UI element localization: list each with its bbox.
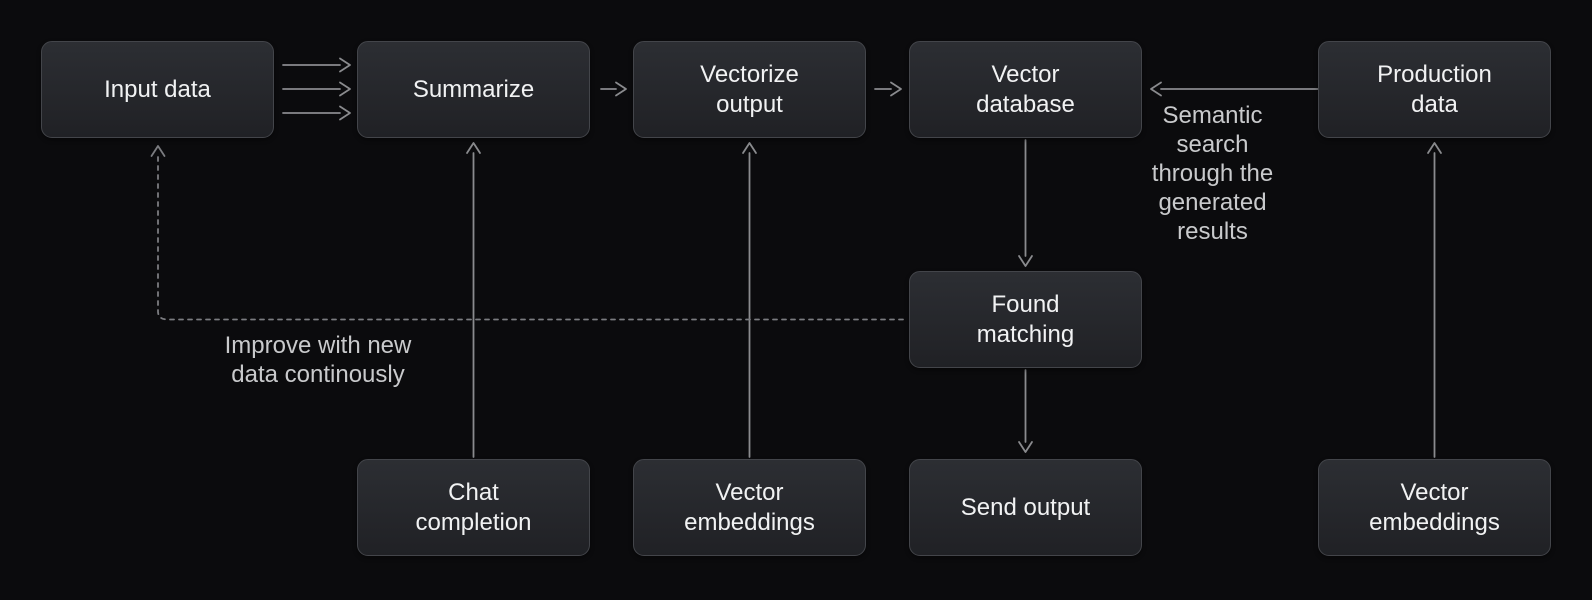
node-input-data-label: Input data bbox=[104, 75, 211, 103]
node-vectorize-output-label: Vectorize output bbox=[700, 60, 799, 118]
node-vector-database-label: Vector database bbox=[976, 60, 1075, 118]
node-chat-completion: Chat completion bbox=[357, 459, 590, 556]
node-vector-embeddings-left: Vector embeddings bbox=[633, 459, 866, 556]
node-chat-completion-label: Chat completion bbox=[415, 478, 532, 536]
node-send-output-label: Send output bbox=[960, 493, 1091, 521]
arrow-chat-to-summarize bbox=[466, 142, 481, 458]
node-input-data: Input data bbox=[41, 41, 274, 138]
arrow-found-to-input-dashed bbox=[150, 145, 904, 321]
node-production-data: Production data bbox=[1318, 41, 1551, 138]
arrow-embeddings-to-vectorize bbox=[742, 142, 757, 458]
arrow-input-to-summarize-1 bbox=[282, 57, 351, 73]
node-production-data-label: Production data bbox=[1377, 60, 1492, 118]
arrow-summarize-to-vectorize bbox=[600, 81, 627, 97]
node-vector-embeddings-left-label: Vector embeddings bbox=[684, 478, 815, 536]
arrow-vectordb-to-found bbox=[1018, 139, 1033, 267]
arrow-vectorize-to-vectordb bbox=[874, 81, 902, 97]
arrow-input-to-summarize-3 bbox=[282, 105, 351, 121]
arrow-production-to-vectordb bbox=[1150, 81, 1319, 97]
node-vector-database: Vector database bbox=[909, 41, 1142, 138]
arrow-embeddings-to-production bbox=[1427, 142, 1442, 458]
node-summarize: Summarize bbox=[357, 41, 590, 138]
node-vector-embeddings-right-label: Vector embeddings bbox=[1369, 478, 1500, 536]
node-found-matching-label: Found matching bbox=[976, 290, 1075, 348]
arrow-found-to-send bbox=[1018, 369, 1033, 453]
node-vectorize-output: Vectorize output bbox=[633, 41, 866, 138]
semantic-search-note: Semantic search through the generated re… bbox=[1151, 102, 1274, 245]
node-send-output: Send output bbox=[909, 459, 1142, 556]
node-found-matching: Found matching bbox=[909, 271, 1142, 368]
improve-note: Improve with new data continously bbox=[224, 332, 412, 388]
node-vector-embeddings-right: Vector embeddings bbox=[1318, 459, 1551, 556]
node-summarize-label: Summarize bbox=[412, 75, 535, 103]
arrow-input-to-summarize-2 bbox=[282, 81, 351, 97]
